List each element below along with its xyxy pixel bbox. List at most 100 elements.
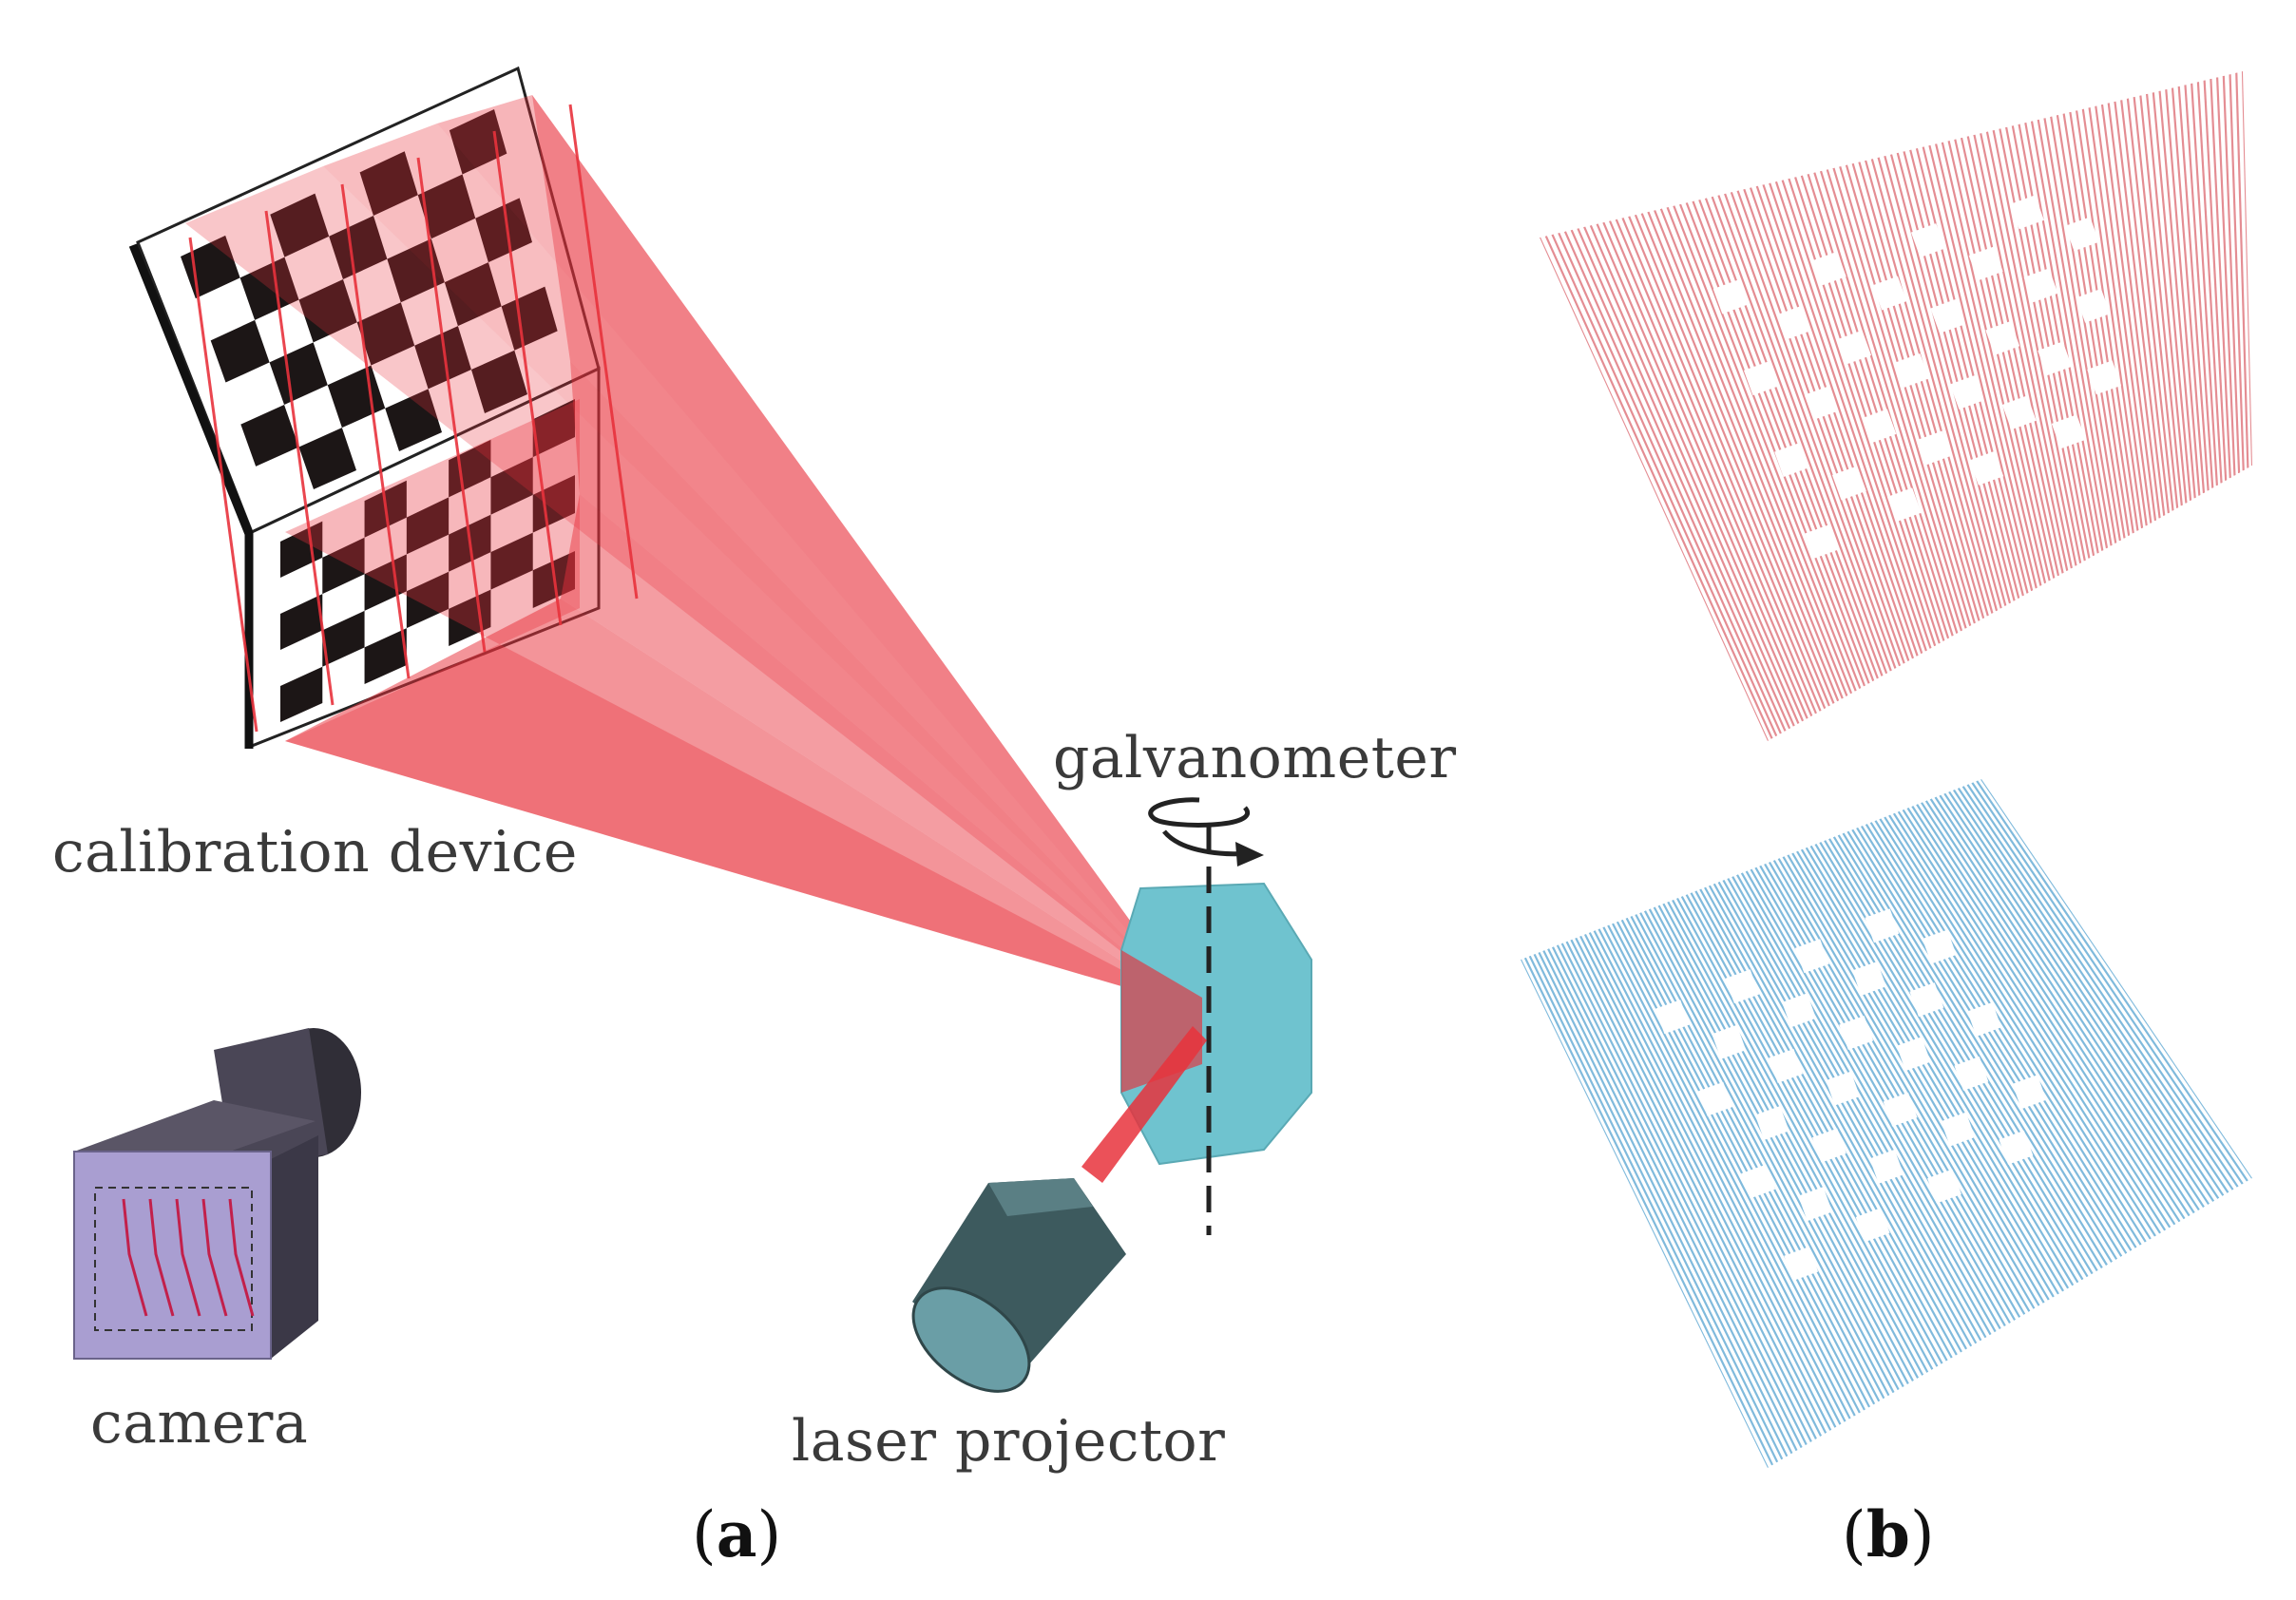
scan-line xyxy=(1730,191,1902,667)
scan-line xyxy=(1551,946,1803,1449)
scan-hole xyxy=(1725,969,1760,1004)
calibration-device-label: calibration device xyxy=(52,819,578,886)
scan-line xyxy=(2095,105,2152,524)
scan-line xyxy=(1749,187,1915,659)
scan-line xyxy=(1659,208,1853,695)
scan-line xyxy=(1653,906,1909,1385)
scan-hole xyxy=(1743,361,1778,396)
rotation-arrow-icon xyxy=(1148,797,1251,828)
scan-hole xyxy=(1712,279,1748,314)
scan-line xyxy=(2158,90,2196,499)
scan-line xyxy=(1911,805,2181,1223)
checker-square xyxy=(532,475,575,533)
scan-hole xyxy=(1805,524,1840,559)
scan-hole xyxy=(1865,908,1900,943)
laser-stripe-line xyxy=(188,237,258,733)
scan-line xyxy=(1657,905,1914,1382)
checker-square xyxy=(329,216,388,280)
scan-line xyxy=(1929,798,2200,1211)
scan-line xyxy=(1788,178,1941,644)
scan-line xyxy=(1711,196,1888,675)
checker-square xyxy=(475,198,532,263)
scan-hole xyxy=(1776,305,1811,340)
scan-line xyxy=(1960,137,2060,577)
scan-line xyxy=(1694,890,1953,1359)
scan-line xyxy=(1772,859,2036,1309)
scan-hole xyxy=(1883,1092,1918,1127)
scan-line xyxy=(1596,223,1808,719)
scan-line xyxy=(1851,162,1985,619)
scan-hole xyxy=(1954,1057,1989,1091)
checker-square xyxy=(298,279,357,343)
scan-line xyxy=(1621,217,1827,710)
scan-hole xyxy=(1862,409,1897,444)
scan-line xyxy=(1939,794,2210,1206)
scan-hole xyxy=(1855,1208,1890,1243)
scan-line xyxy=(1851,829,2118,1260)
scan-line xyxy=(1732,876,1992,1336)
scan-line xyxy=(1667,901,1924,1376)
scan-line xyxy=(1874,820,2142,1246)
scan-line xyxy=(1966,784,2239,1188)
checker-square xyxy=(280,521,323,578)
scan-line xyxy=(1560,943,1812,1443)
scan-line xyxy=(1675,897,1934,1370)
scan-line xyxy=(1762,183,1923,655)
panel-b-caption: (b) xyxy=(1842,1497,1935,1571)
scan-line xyxy=(1906,807,2176,1226)
scan-line xyxy=(1800,175,1950,639)
checker-square xyxy=(269,342,328,405)
checker-square xyxy=(414,326,471,390)
scan-line xyxy=(1558,232,1782,734)
scan-line xyxy=(1598,928,1851,1419)
scan-line xyxy=(1921,802,2191,1217)
camera-stripe xyxy=(122,1198,148,1317)
scan-line xyxy=(2069,111,2134,534)
scan-line xyxy=(1971,782,2244,1185)
incident-laser-beam xyxy=(1081,1026,1207,1183)
scan-line xyxy=(1654,209,1848,696)
scan-line xyxy=(1860,825,2128,1254)
scan-line xyxy=(1948,790,2220,1199)
scan-line xyxy=(1865,823,2133,1251)
scan-hole xyxy=(2051,414,2086,449)
checker-square xyxy=(280,594,323,650)
scan-hole xyxy=(1811,1128,1846,1163)
scan-hole xyxy=(1839,1016,1874,1050)
checker-square xyxy=(490,532,533,590)
checkerboard-upper xyxy=(181,109,558,489)
scan-line xyxy=(1643,910,1900,1391)
scan-hole xyxy=(1741,1164,1776,1199)
checker-square xyxy=(359,151,418,217)
scan-line xyxy=(1865,160,1994,614)
scan-hole xyxy=(1930,299,1965,333)
scan-line xyxy=(1628,216,1830,707)
scan-line xyxy=(1602,221,1813,717)
scan-hole xyxy=(1886,487,1922,523)
scan-line xyxy=(1884,816,2152,1240)
scan-line xyxy=(1735,874,1997,1333)
scan-line xyxy=(1952,789,2225,1196)
scan-line xyxy=(1889,154,2012,604)
scan-line xyxy=(1588,932,1842,1425)
scan-hole xyxy=(1851,961,1886,996)
scan-line xyxy=(1922,146,2034,592)
scan-line xyxy=(1692,200,1875,682)
scan-line xyxy=(1759,865,2021,1318)
scan-line xyxy=(2152,92,2192,502)
checker-square xyxy=(322,537,365,595)
scan-hole xyxy=(1784,1247,1819,1282)
scan-line xyxy=(1698,199,1879,679)
scan-line xyxy=(2024,122,2104,551)
laser-stripe-line xyxy=(264,210,335,706)
scan-line xyxy=(1916,804,2186,1220)
scan-line xyxy=(1704,886,1962,1353)
checker-square xyxy=(270,193,330,257)
board-left-edge xyxy=(128,243,254,536)
camera xyxy=(73,1028,361,1360)
scan-line xyxy=(1985,131,2077,566)
scan-line xyxy=(2177,86,2210,491)
checker-square xyxy=(449,109,507,175)
scan-hole xyxy=(1969,450,2004,486)
camera-front xyxy=(73,1151,272,1360)
